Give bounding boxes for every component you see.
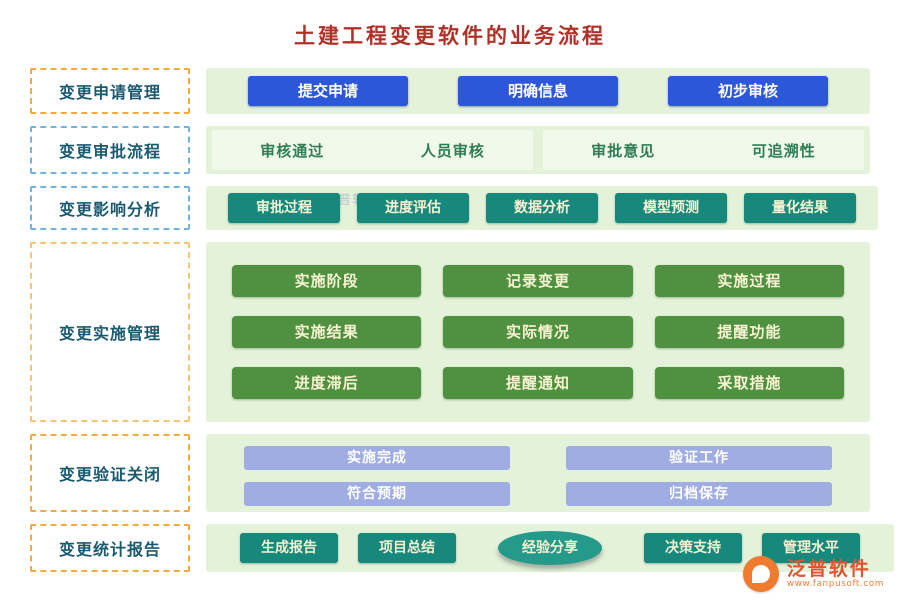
row-change-application: 变更申请管理 提交申请 明确信息 初步审核 (30, 68, 870, 114)
brand-text: 泛普软件 www.fanpusoft.com (786, 557, 884, 590)
row-implementation: 变更实施管理 实施阶段 记录变更 实施过程 实施结果 实际情况 提醒功能 进度滞… (30, 242, 870, 422)
panel-implementation: 实施阶段 记录变更 实施过程 实施结果 实际情况 提醒功能 进度滞后 提醒通知 … (206, 242, 870, 422)
personnel-review-label: 人员审核 (420, 141, 485, 160)
panel-impact-analysis: 泛普软件 审批过程 进度评估 数据分析 模型预测 量化结果 (206, 186, 878, 230)
implementation-result-button[interactable]: 实施结果 (232, 315, 422, 348)
actual-situation-button[interactable]: 实际情况 (443, 315, 633, 348)
fanpu-logo-icon (742, 556, 779, 592)
clarify-information-button[interactable]: 明确信息 (458, 76, 618, 106)
brand-name: 泛普软件 (786, 557, 871, 580)
reminder-notice-button[interactable]: 提醒通知 (443, 367, 633, 400)
submit-application-button[interactable]: 提交申请 (248, 76, 408, 106)
label-implementation: 变更实施管理 (30, 242, 190, 422)
approval-process-button[interactable]: 审批过程 (228, 193, 340, 223)
implementation-process-button[interactable]: 实施过程 (654, 264, 844, 297)
data-analysis-button[interactable]: 数据分析 (486, 193, 598, 223)
row-verification-close: 变更验证关闭 实施完成 验证工作 符合预期 归档保存 (30, 434, 870, 512)
approval-group-2: 审批意见 可追溯性 (543, 130, 864, 170)
experience-sharing-button[interactable]: 经验分享 (498, 531, 602, 565)
panel-statistics-report: 生成报告 项目总结 经验分享 决策支持 管理水平 (206, 524, 894, 572)
row-impact-analysis: 变更影响分析 泛普软件 审批过程 进度评估 数据分析 模型预测 量化结果 (30, 186, 878, 230)
initial-review-button[interactable]: 初步审核 (668, 76, 828, 106)
traceability-label: 可追溯性 (751, 141, 816, 160)
quantified-result-button[interactable]: 量化结果 (744, 193, 856, 223)
label-impact-analysis: 变更影响分析 (30, 186, 190, 230)
approval-group-1: 审核通过 人员审核 (212, 130, 533, 170)
row-approval-flow: 变更审批流程 审核通过 人员审核 审批意见 可追溯性 (30, 126, 870, 174)
panel-verification-close: 实施完成 验证工作 符合预期 归档保存 (206, 434, 870, 512)
label-statistics-report: 变更统计报告 (30, 524, 190, 572)
management-level-button[interactable]: 管理水平 (762, 533, 860, 563)
implementation-phase-button[interactable]: 实施阶段 (232, 264, 422, 297)
verification-work-button[interactable]: 验证工作 (566, 446, 832, 470)
meets-expectation-button[interactable]: 符合预期 (244, 482, 510, 506)
model-prediction-button[interactable]: 模型预测 (615, 193, 727, 223)
project-summary-button[interactable]: 项目总结 (358, 533, 456, 563)
decision-support-button[interactable]: 决策支持 (644, 533, 742, 563)
panel-approval-flow: 审核通过 人员审核 审批意见 可追溯性 (206, 126, 870, 174)
flow-rows: 变更申请管理 提交申请 明确信息 初步审核 变更审批流程 审核通过 人员审核 审… (0, 68, 900, 572)
brand-url: www.fanpusoft.com (786, 578, 884, 589)
implementation-complete-button[interactable]: 实施完成 (244, 446, 510, 470)
progress-delay-button[interactable]: 进度滞后 (232, 367, 422, 400)
label-verification-close: 变更验证关闭 (30, 434, 190, 512)
approval-opinion-label: 审批意见 (591, 141, 656, 160)
label-change-application: 变更申请管理 (30, 68, 190, 114)
take-measures-button[interactable]: 采取措施 (654, 367, 844, 400)
row-statistics-report: 变更统计报告 生成报告 项目总结 经验分享 决策支持 管理水平 (30, 524, 894, 572)
progress-evaluation-button[interactable]: 进度评估 (357, 193, 469, 223)
record-change-button[interactable]: 记录变更 (443, 264, 633, 297)
panel-change-application: 提交申请 明确信息 初步审核 (206, 68, 870, 114)
page-title: 土建工程变更软件的业务流程 (294, 23, 606, 48)
reminder-function-button[interactable]: 提醒功能 (654, 315, 844, 348)
archive-save-button[interactable]: 归档保存 (566, 482, 832, 506)
fanpu-brand-footer: 泛普软件 www.fanpusoft.com (742, 556, 884, 592)
label-approval-flow: 变更审批流程 (30, 126, 190, 174)
approval-pass-label: 审核通过 (260, 141, 325, 160)
generate-report-button[interactable]: 生成报告 (240, 533, 338, 563)
